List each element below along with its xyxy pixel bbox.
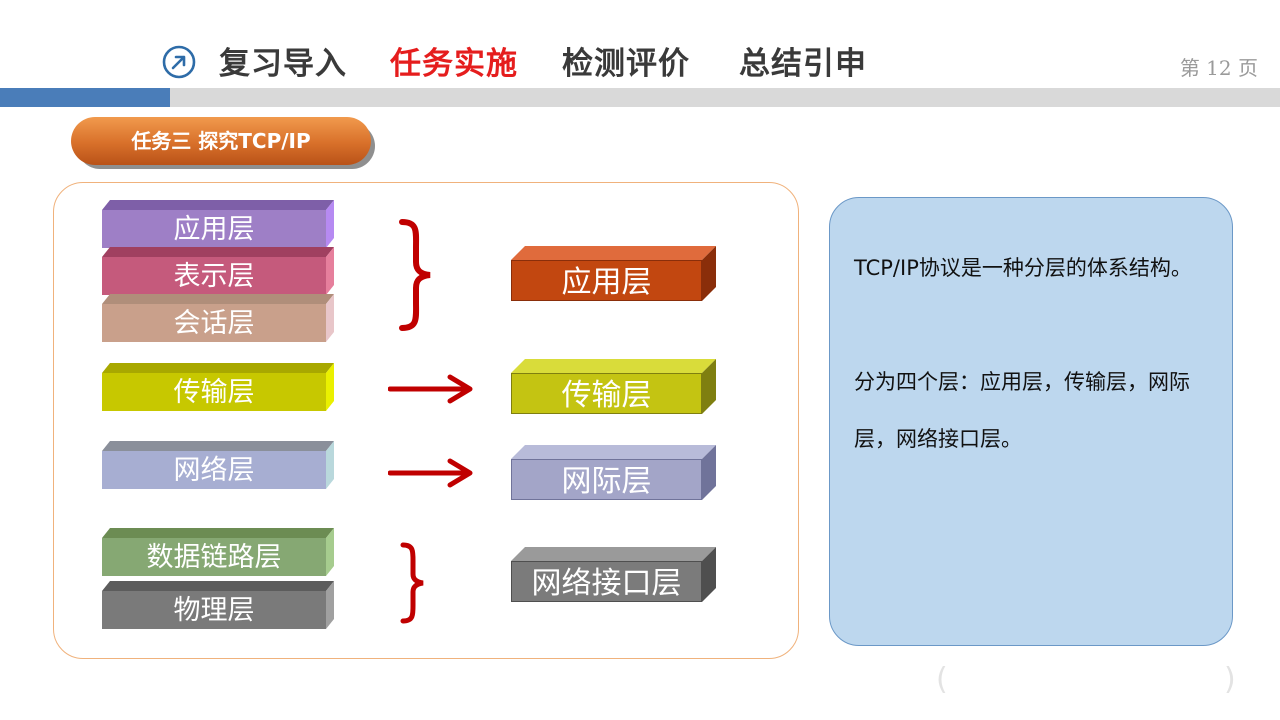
tcpip-layer-transport: 传输层 [511, 359, 716, 414]
osi-layer-presentation-label: 表示层 [102, 257, 326, 295]
nav-tab-evaluation[interactable]: 检测评价 [562, 46, 690, 82]
osi-layer-presentation: 表示层 [102, 247, 334, 295]
osi-layer-network: 网络层 [102, 441, 334, 489]
right-brace-icon [400, 542, 424, 624]
description-panel [829, 197, 1233, 646]
osi-layer-network-label: 网络层 [102, 451, 326, 489]
osi-layer-physical: 物理层 [102, 581, 334, 629]
tcpip-layer-application-label: 应用层 [511, 260, 702, 301]
description-line-1: TCP/IP协议是一种分层的体系结构。 [854, 256, 1192, 280]
nav-tab-review[interactable]: 复习导入 [219, 46, 347, 82]
tcpip-layer-internet-label: 网际层 [511, 459, 702, 500]
arrow-circle-icon [162, 45, 196, 79]
nav-tab-summary[interactable]: 总结引申 [739, 46, 867, 82]
right-arrow-icon [388, 458, 473, 488]
tcpip-layer-transport-label: 传输层 [511, 373, 702, 414]
tcpip-layer-network-interface: 网络接口层 [511, 547, 716, 602]
description-line-2: 分为四个层：应用层，传输层，网际层，网络接口层。 [854, 370, 1190, 451]
osi-layer-datalink: 数据链路层 [102, 528, 334, 576]
header-divider [0, 88, 1280, 107]
osi-layer-datalink-label: 数据链路层 [102, 538, 326, 576]
header-divider-accent [0, 88, 170, 107]
osi-layer-application-label: 应用层 [102, 210, 326, 248]
osi-layer-session: 会话层 [102, 294, 334, 342]
decorative-bracket-right: ) [1224, 662, 1236, 697]
osi-layer-application: 应用层 [102, 200, 334, 248]
nav-tab-task[interactable]: 任务实施 [390, 46, 518, 82]
osi-layer-transport-label: 传输层 [102, 373, 326, 411]
tcpip-layer-application: 应用层 [511, 246, 716, 301]
task-title: 任务三 探究TCP/IP [71, 117, 371, 165]
osi-layer-physical-label: 物理层 [102, 591, 326, 629]
osi-layer-session-label: 会话层 [102, 304, 326, 342]
page-number: 第 12 页 [1179, 56, 1258, 80]
tcpip-layer-network-interface-label: 网络接口层 [511, 561, 702, 602]
tcpip-layer-internet: 网际层 [511, 445, 716, 500]
osi-layer-transport: 传输层 [102, 363, 334, 411]
right-brace-icon [399, 219, 431, 331]
right-arrow-icon [388, 374, 473, 404]
decorative-bracket-left: ( [936, 662, 948, 697]
